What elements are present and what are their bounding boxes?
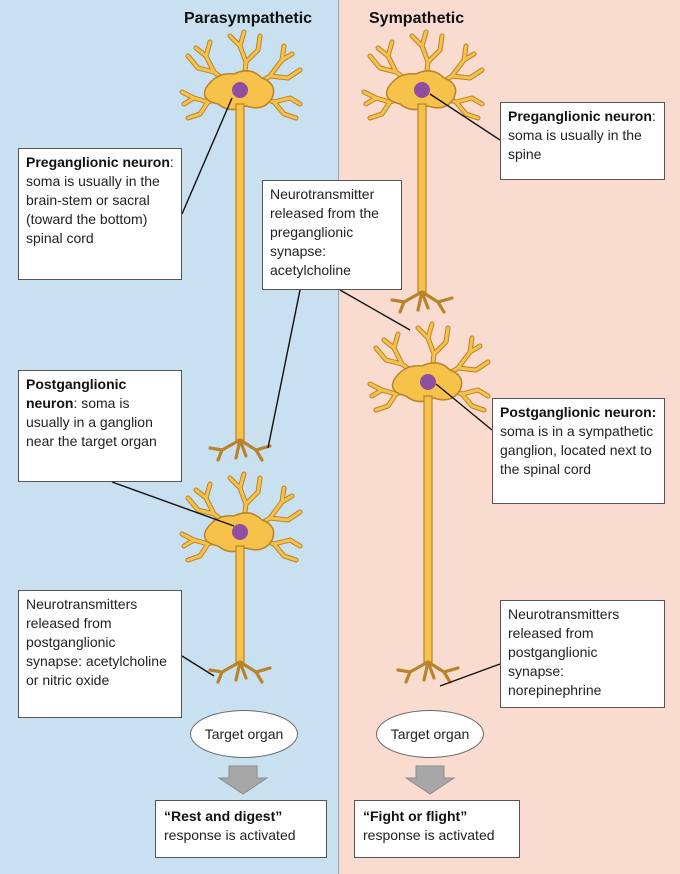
symp-preganglionic-title: Preganglionic neuron [508, 108, 652, 124]
para-response-text: response is activated [164, 827, 296, 843]
parasympathetic-heading: Parasympathetic [184, 10, 313, 27]
symp-target-organ: Target organ [376, 710, 484, 758]
para-postganglionic-neuron-terminals [208, 660, 272, 684]
symp-nt-postganglionic-label: Neurotransmitters released from postgang… [500, 600, 665, 708]
para-nt-postganglionic-label: Neurotransmitters released from postgang… [18, 590, 182, 718]
para-nt-pre-leader-line [267, 289, 301, 449]
symp-response-title: “Fight or flight” [363, 808, 468, 824]
symp-preganglionic-neuron-terminals [390, 290, 454, 314]
symp-preganglionic-neuron-nucleus [414, 82, 430, 98]
para-nt-post-leader-line [181, 655, 215, 677]
para-preganglionic-neuron-nucleus [232, 82, 248, 98]
symp-nt-pre-leader-line [339, 289, 411, 331]
sympathetic-heading: Sympathetic [369, 10, 465, 27]
para-target-organ: Target organ [190, 710, 298, 758]
symp-preganglionic-neuron-axon [417, 103, 427, 293]
symp-postganglionic-label: Postganglionic neuron: soma is in a symp… [492, 398, 665, 504]
para-postganglionic-title: Postganglionic neuron [26, 376, 127, 411]
para-preganglionic-neuron-terminals [208, 438, 272, 462]
symp-post-leader-line [435, 383, 493, 431]
para-postganglionic-neuron-nucleus [232, 524, 248, 540]
para-postganglionic-text: : soma is usually in a ganglion near the… [26, 395, 157, 449]
symp-nt-post-leader-line [439, 663, 501, 687]
para-nt-postganglionic-text: Neurotransmitters released from postgang… [26, 596, 167, 688]
symp-postganglionic-text: soma is in a sympathetic ganglion, locat… [500, 423, 654, 477]
symp-nt-postganglionic-text: Neurotransmitters released from postgang… [508, 606, 620, 698]
symp-postganglionic-title: Postganglionic neuron: [500, 404, 657, 420]
para-preganglionic-neuron-axon [235, 103, 245, 441]
para-nt-preganglionic-text: Neurotransmitter released from the prega… [270, 186, 379, 278]
para-pre-leader-line [181, 97, 233, 215]
symp-pre-leader-line [429, 93, 501, 141]
para-post-leader-line [111, 481, 235, 527]
symp-response-text: response is activated [363, 827, 495, 843]
symp-postganglionic-neuron-nucleus [420, 374, 436, 390]
para-preganglionic-text: : soma is usually in the brain-stem or s… [26, 154, 174, 246]
para-down-arrow [217, 765, 269, 795]
symp-preganglionic-text: : soma is usually in the spine [508, 108, 656, 162]
para-nt-preganglionic-label: Neurotransmitter released from the prega… [262, 180, 402, 290]
para-preganglionic-title: Preganglionic neuron [26, 154, 170, 170]
para-response-title: “Rest and digest” [164, 808, 283, 824]
symp-postganglionic-neuron-axon [423, 395, 433, 663]
symp-response-box: “Fight or flight” response is activated [354, 800, 520, 858]
para-preganglionic-label: Preganglionic neuron: soma is usually in… [18, 148, 182, 280]
symp-down-arrow [404, 765, 456, 795]
para-response-box: “Rest and digest” response is activated [155, 800, 327, 858]
para-postganglionic-label: Postganglionic neuron: soma is usually i… [18, 370, 182, 482]
symp-preganglionic-label: Preganglionic neuron: soma is usually in… [500, 102, 665, 180]
para-postganglionic-neuron-axon [235, 545, 245, 663]
symp-postganglionic-neuron-terminals [396, 660, 460, 684]
